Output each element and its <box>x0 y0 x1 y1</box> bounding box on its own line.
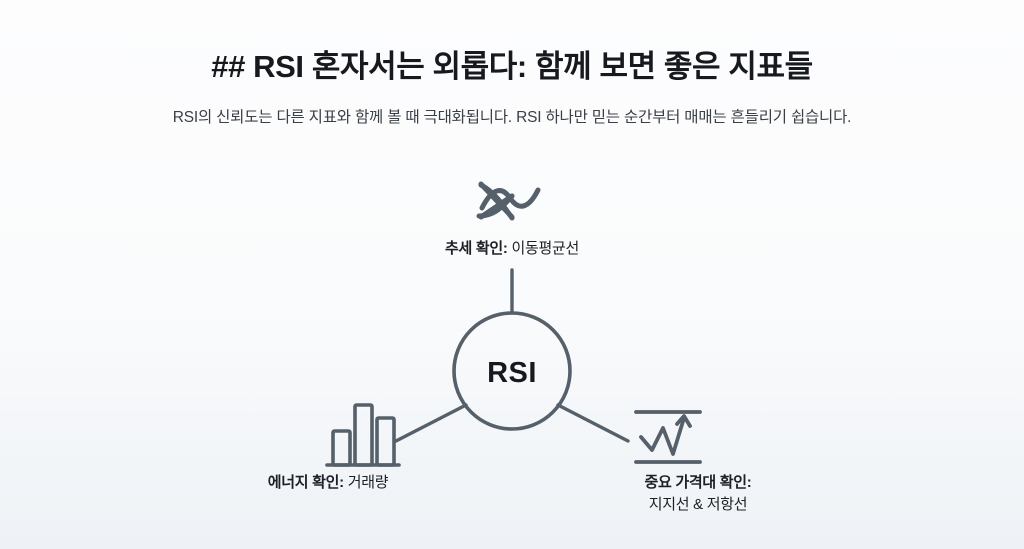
node-label-volume: 에너지 확인: 거래량 <box>158 472 498 494</box>
connector-hub-to-levels <box>556 403 630 443</box>
node-label-trend-regular: 이동평균선 <box>511 240 579 257</box>
page-subtitle: RSI의 신뢰도는 다른 지표와 함께 볼 때 극대화됩니다. RSI 하나만 … <box>172 108 852 126</box>
diagram-graphics: RSI <box>325 181 702 467</box>
moving-average-crossover-icon <box>476 181 541 221</box>
connector-hub-to-volume <box>394 403 468 443</box>
hub-label: RSI <box>487 357 537 389</box>
header: ## RSI 혼자서는 외롭다: 함께 보면 좋은 지표들 RSI의 신뢰도는 … <box>0 0 1024 129</box>
node-label-trend: 추세 확인: 이동평균선 <box>0 238 1024 260</box>
volume-bar-3 <box>375 416 396 467</box>
hub-circle <box>452 311 572 431</box>
node-label-levels-regular: 지지선 & 저항선 <box>648 495 748 513</box>
node-label-levels: 중요 가격대 확인: 지지선 & 저항선 <box>528 472 868 516</box>
page-title: ## RSI 혼자서는 외롭다: 함께 보면 좋은 지표들 <box>211 49 813 84</box>
node-label-volume-strong: 에너지 확인: <box>267 474 344 491</box>
connector-lines <box>394 268 630 443</box>
volume-bars-icon <box>325 403 401 467</box>
price-zigzag <box>639 416 686 456</box>
node-label-volume-regular: 거래량 <box>347 474 389 491</box>
volume-bar-2 <box>353 403 374 467</box>
node-label-trend-strong: 추세 확인: <box>445 240 508 257</box>
volume-bar-1 <box>331 429 352 467</box>
hub-node-rsi: RSI <box>452 311 572 431</box>
up-arrow-head <box>675 414 692 428</box>
node-label-levels-strong: 중요 가격대 확인: <box>644 474 752 491</box>
rsi-companion-indicators-diagram: RSI <box>0 160 1024 549</box>
support-resistance-icon <box>634 410 702 464</box>
